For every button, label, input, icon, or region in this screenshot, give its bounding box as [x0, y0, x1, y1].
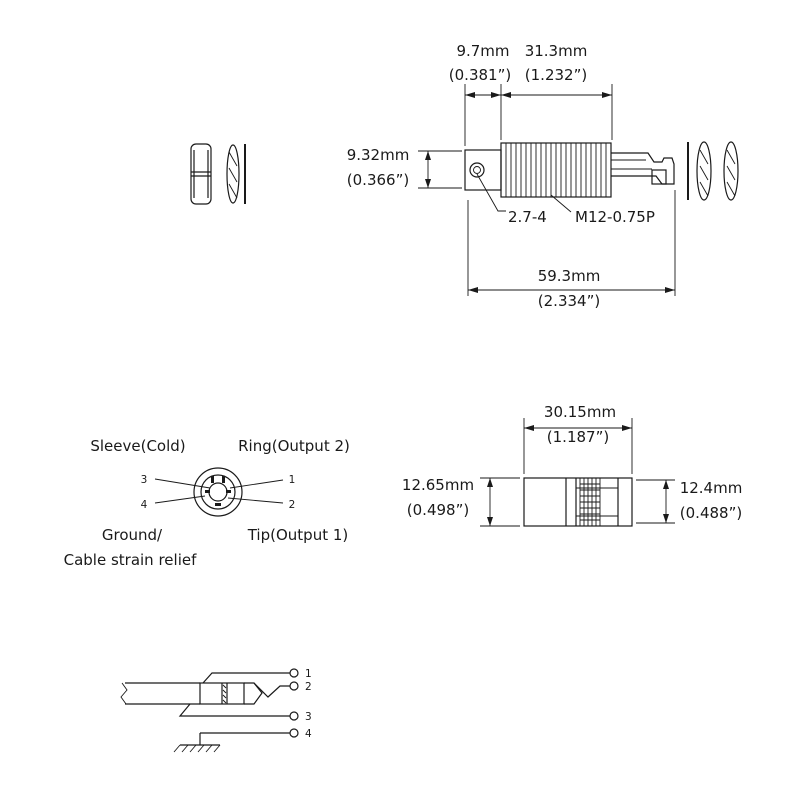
plug-side-view [523, 477, 633, 527]
dimension-lines-plug [480, 418, 675, 527]
schematic-pin-2: 2 [305, 681, 312, 693]
plug-right-height-mm: 12.4mm [680, 479, 743, 497]
plug-length-mm: 30.15mm [544, 403, 616, 421]
jack-schematic [120, 668, 299, 753]
shaft-length-mm: 9.7mm [456, 42, 509, 60]
body-diameter-in: (0.366”) [347, 171, 409, 189]
body-length-mm: 31.3mm [525, 42, 588, 60]
washer-parts-right [687, 141, 739, 201]
plug-length-in: (1.187”) [547, 428, 609, 446]
pinout-pin-1: 1 [289, 474, 296, 486]
dimension-lines-top [418, 84, 676, 296]
schematic-pin-4: 4 [305, 728, 312, 740]
pinout-pin-3: 3 [141, 474, 148, 486]
knurl-pattern [579, 478, 601, 526]
thread-lines [505, 143, 607, 197]
tip-label: Tip(Output 1) [247, 526, 349, 544]
thread-callout: M12-0.75P [575, 208, 655, 226]
body-length-in: (1.232”) [525, 66, 587, 84]
schematic-pin-3: 3 [305, 711, 312, 723]
ring-label: Ring(Output 2) [238, 437, 350, 455]
pinout-pin-4: 4 [141, 499, 148, 511]
sleeve-label: Sleeve(Cold) [90, 437, 185, 455]
plug-left-height-mm: 12.65mm [402, 476, 474, 494]
shaft-length-in: (0.381”) [449, 66, 511, 84]
ground-label-line1: Ground/ [102, 526, 163, 544]
pinout-pin-2: 2 [289, 499, 296, 511]
plug-right-height-in: (0.488”) [680, 504, 742, 522]
total-length-mm: 59.3mm [538, 267, 601, 285]
screw-hole-callout: 2.7-4 [508, 208, 547, 226]
plug-left-height-in: (0.498”) [407, 501, 469, 519]
schematic-pin-1: 1 [305, 668, 312, 680]
pinout-leaders [154, 478, 284, 504]
jack-side-view [464, 142, 675, 198]
body-diameter-mm: 9.32mm [347, 146, 410, 164]
total-length-in: (2.334”) [538, 292, 600, 310]
jack-front-view [193, 467, 243, 517]
ground-label-line2: Cable strain relief [64, 551, 197, 569]
washer-parts-left [190, 143, 246, 205]
